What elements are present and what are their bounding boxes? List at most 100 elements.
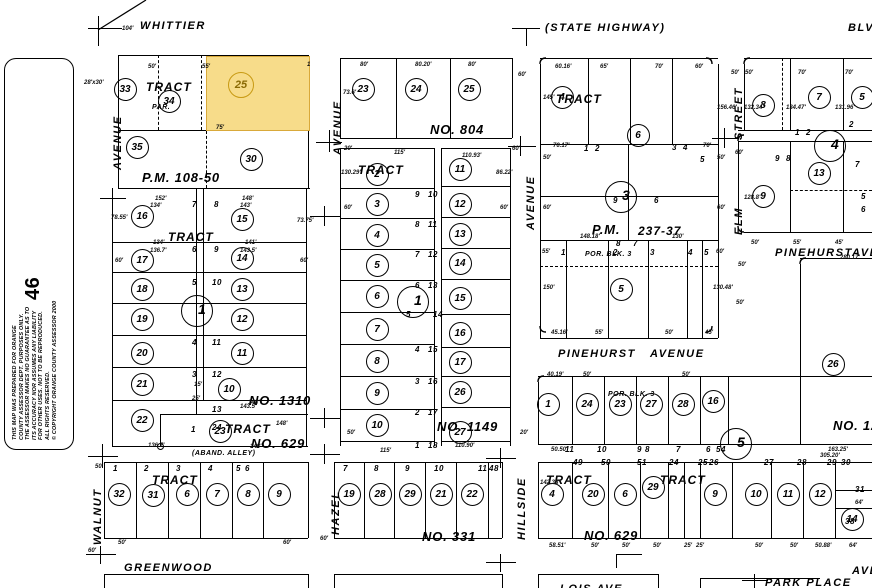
parcel-number-28[interactable]: 28 (671, 392, 695, 416)
parcel-number-16[interactable]: 16 (448, 321, 472, 345)
parcel-number-5[interactable]: 5 (365, 253, 389, 277)
parcel-number-22[interactable]: 22 (130, 408, 154, 432)
dimension-label: 73.6' (343, 90, 357, 96)
dimension-label: 110.90' (455, 443, 475, 449)
lot-number: 18 (428, 441, 438, 450)
parcel-number-28[interactable]: 28 (368, 482, 392, 506)
parcel-number-3[interactable]: 3 (365, 192, 389, 216)
parcel-number-17[interactable]: 17 (130, 248, 154, 272)
parcel-number-19[interactable]: 19 (130, 307, 154, 331)
tract-label: NO. 331 (422, 529, 477, 544)
parcel-number-35[interactable]: 35 (125, 135, 149, 159)
parcel-number-21[interactable]: 21 (429, 482, 453, 506)
parcel-number-9[interactable]: 9 (751, 184, 775, 208)
parcel-number-6[interactable]: 6 (175, 482, 199, 506)
parcel-number-15[interactable]: 15 (230, 207, 254, 231)
parcel-number-6[interactable]: 6 (365, 284, 389, 308)
parcel-number-25[interactable]: 25 (457, 77, 481, 101)
lot-number: 48 (489, 464, 499, 473)
parcel-number-9[interactable]: 9 (267, 482, 291, 506)
lot-number: 1 (561, 248, 566, 257)
parcel-number-33[interactable]: 33 (113, 77, 137, 101)
parcel-number-16[interactable]: 16 (130, 204, 154, 228)
dimension-label: 280.17' (840, 255, 860, 261)
parcel-number-6[interactable]: 6 (613, 482, 637, 506)
dimension-label: 60' (344, 205, 353, 211)
parcel-number-10[interactable]: 10 (744, 482, 768, 506)
parcel-number-2[interactable]: 2 (365, 162, 389, 186)
parcel-number-8[interactable]: 8 (751, 93, 775, 117)
dimension-label: 80' (360, 62, 369, 68)
parcel-number-17[interactable]: 17 (448, 350, 472, 374)
parcel-number-9[interactable]: 9 (703, 482, 727, 506)
lot-number: 3 (192, 370, 197, 379)
parcel-number-26[interactable]: 26 (448, 380, 472, 404)
lot-number: 12 (428, 250, 438, 259)
parcel-number-10[interactable]: 10 (217, 377, 241, 401)
dimension-label: 20' (344, 146, 353, 152)
parcel-number-4[interactable]: 4 (550, 85, 574, 109)
parcel-number-26[interactable]: 26 (821, 352, 845, 376)
parcel-number-4[interactable]: 4 (540, 482, 564, 506)
highlighted-parcel-25[interactable] (206, 56, 310, 131)
parcel-number-12[interactable]: 12 (448, 192, 472, 216)
lot-number: 28 (797, 458, 807, 467)
parcel-number-4[interactable]: 4 (365, 223, 389, 247)
parcel-number-13[interactable]: 13 (448, 222, 472, 246)
tract-label: NO. 12... (833, 418, 872, 433)
parcel-number-27[interactable]: 27 (639, 392, 663, 416)
parcel-number-11[interactable]: 11 (230, 341, 254, 365)
parcel-number-12[interactable]: 12 (230, 307, 254, 331)
dimension-label: 58.51' (549, 543, 566, 549)
parcel-number-24[interactable]: 24 (404, 77, 428, 101)
parcel-number-30[interactable]: 30 (239, 147, 263, 171)
parcel-number-5[interactable]: 5 (609, 277, 633, 301)
parcel-number-25[interactable]: 25 (228, 72, 254, 98)
parcel-number-20[interactable]: 20 (581, 482, 605, 506)
parcel-number-13[interactable]: 13 (230, 277, 254, 301)
parcel-number-1[interactable]: 1 (536, 392, 560, 416)
parcel-number-34[interactable]: 34 (157, 89, 181, 113)
parcel-number-16[interactable]: 16 (701, 389, 725, 413)
parcel-number-13[interactable]: 13 (807, 161, 831, 185)
parcel-number-18[interactable]: 18 (130, 277, 154, 301)
parcel-number-12[interactable]: 12 (808, 482, 832, 506)
parcel-number-14[interactable]: 14 (448, 251, 472, 275)
parcel-number-24[interactable]: 24 (575, 392, 599, 416)
lot-number: 8 (645, 445, 650, 454)
parcel-number-29[interactable]: 29 (641, 475, 665, 499)
dimension-label: 145' (543, 95, 555, 101)
parcel-number-8[interactable]: 8 (365, 349, 389, 373)
street-label: (STATE HIGHWAY) (545, 22, 666, 34)
parcel-number-19[interactable]: 19 (337, 482, 361, 506)
tract-label: P.M. 108-50 (142, 170, 220, 185)
parcel-number-6[interactable]: 6 (626, 123, 650, 147)
parcel-number-23[interactable]: 23 (208, 419, 232, 443)
parcel-number-8[interactable]: 8 (236, 482, 260, 506)
parcel-number-9[interactable]: 9 (365, 381, 389, 405)
lot-number: 6 (192, 245, 197, 254)
parcel-number-31[interactable]: 31 (141, 483, 165, 507)
parcel-number-20[interactable]: 20 (130, 341, 154, 365)
parcel-number-23[interactable]: 23 (608, 392, 632, 416)
parcel-number-11[interactable]: 11 (776, 482, 800, 506)
lot-number: 15 (428, 345, 438, 354)
parcel-number-7[interactable]: 7 (807, 85, 831, 109)
parcel-number-21[interactable]: 21 (130, 372, 154, 396)
parcel-number-7[interactable]: 7 (365, 317, 389, 341)
parcel-number-14[interactable]: 14 (840, 507, 864, 531)
parcel-number-10[interactable]: 10 (365, 413, 389, 437)
parcel-number-11[interactable]: 11 (448, 157, 472, 181)
parcel-number-15[interactable]: 15 (448, 286, 472, 310)
dimension-label: 152' (155, 196, 167, 202)
block-marker-circle (605, 181, 637, 213)
parcel-number-7[interactable]: 7 (205, 482, 229, 506)
parcel-number-32[interactable]: 32 (107, 482, 131, 506)
parcel-number-29[interactable]: 29 (398, 482, 422, 506)
parcel-number-27[interactable]: 27 (448, 420, 472, 444)
parcel-number-23[interactable]: 23 (351, 77, 375, 101)
parcel-number-5[interactable]: 5 (850, 85, 872, 109)
parcel-number-22[interactable]: 22 (460, 482, 484, 506)
parcel-number-14[interactable]: 14 (230, 246, 254, 270)
leader-line-whittier (97, 0, 147, 31)
